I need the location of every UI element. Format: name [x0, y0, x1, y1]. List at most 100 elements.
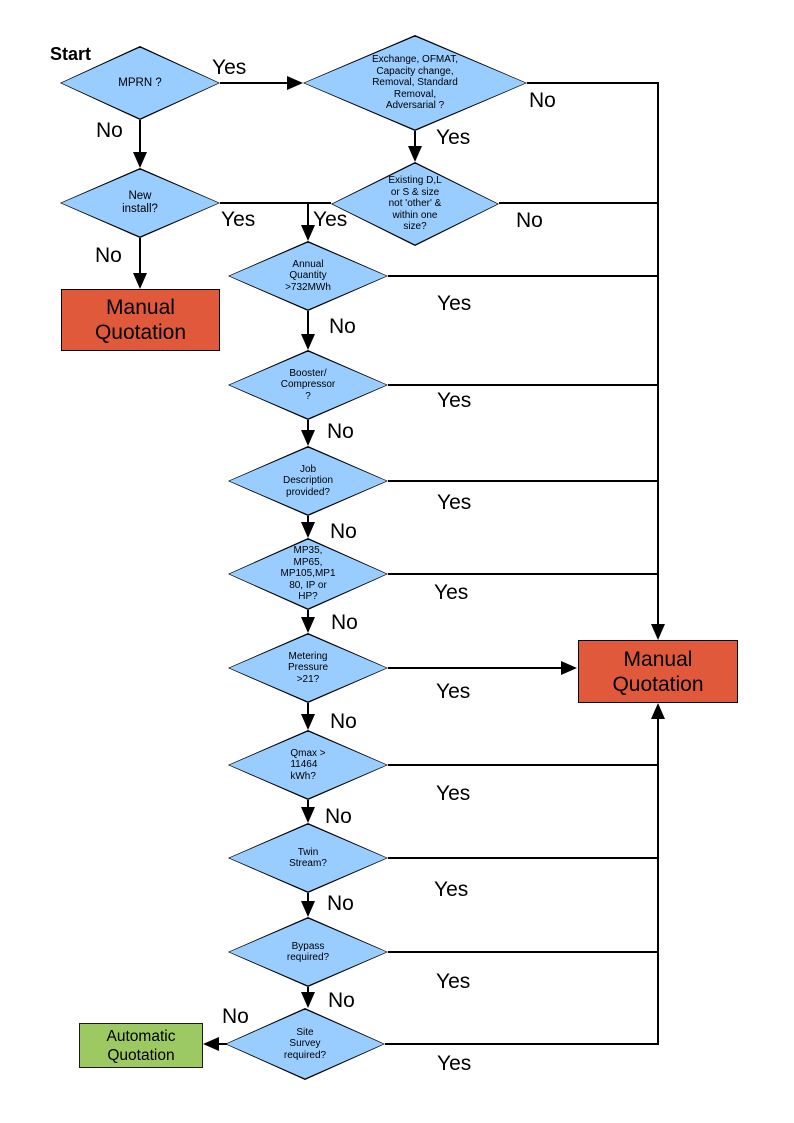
edge-booster-no: [307, 420, 309, 432]
arrowhead-into-site-survey: [301, 992, 315, 1008]
edge-mp-no: [307, 610, 309, 619]
label-annual-no: No: [329, 315, 356, 338]
label-bypass-no: No: [328, 989, 355, 1012]
arrowhead-into-exchange: [287, 76, 303, 90]
terminal-manual-quotation-left: Manual Quotation: [61, 289, 220, 351]
arrowhead-into-annual: [301, 225, 315, 241]
label-twin-yes: Yes: [434, 878, 469, 901]
label-twin-no: No: [327, 892, 354, 915]
label-booster-no: No: [327, 420, 354, 443]
edge-mprn-yes: [220, 82, 288, 84]
decision-new-install: New install?: [60, 168, 220, 238]
arrowhead-trunk-into-manual-bottom: [651, 703, 665, 719]
edge-existing-no: [499, 202, 659, 204]
edge-new-install-yes: [220, 202, 331, 204]
arrowhead-trunk-into-manual-top: [651, 624, 665, 640]
decision-twin-stream-label: Twin Stream?: [289, 846, 327, 870]
decision-exchange: Exchange, OFMAT, Capacity change, Remova…: [303, 35, 527, 131]
label-existing-no: No: [516, 209, 543, 232]
label-exchange-no: No: [529, 89, 556, 112]
decision-metering-pressure: Metering Pressure >21?: [228, 633, 388, 703]
edge-metering-yes: [388, 667, 562, 669]
edge-new-install-no: [139, 238, 141, 275]
label-job-yes: Yes: [437, 491, 472, 514]
edge-twin-no: [307, 893, 309, 903]
decision-site-survey: Site Survey required?: [225, 1008, 385, 1080]
decision-site-survey-label: Site Survey required?: [283, 1026, 327, 1061]
arrowhead-into-job: [301, 430, 315, 446]
edge-site-survey-yes: [385, 1043, 659, 1045]
label-bypass-yes: Yes: [436, 970, 471, 993]
decision-annual-quantity: Annual Quantity >732MWh: [228, 241, 388, 311]
label-mp-no: No: [331, 611, 358, 634]
decision-existing-label: Existing D,L or S & size not 'other' & w…: [388, 175, 442, 233]
label-mp-yes: Yes: [434, 581, 469, 604]
edge-booster-yes: [388, 384, 659, 386]
label-qmax-yes: Yes: [436, 782, 471, 805]
edge-exchange-no: [527, 82, 659, 84]
decision-annual-quantity-label: Annual Quantity >732MWh: [285, 258, 331, 293]
decision-new-install-label: New install?: [122, 190, 158, 215]
edge-junction-to-annual: [307, 202, 309, 227]
decision-job-description: Job Description provided?: [228, 446, 388, 516]
arrowhead-into-bypass: [301, 901, 315, 917]
label-qmax-no: No: [325, 805, 352, 828]
terminal-automatic-quotation: Automatic Quotation: [79, 1023, 203, 1068]
label-mprn-no: No: [96, 119, 123, 142]
start-label: Start: [50, 44, 92, 64]
arrowhead-into-mp: [301, 522, 315, 538]
arrowhead-into-booster: [301, 334, 315, 350]
decision-qmax: Qmax > 11464 kWh?: [228, 730, 388, 800]
edge-annual-yes: [388, 275, 659, 277]
edge-twin-yes: [388, 857, 659, 859]
label-job-no: No: [330, 520, 357, 543]
arrowhead-into-qmax: [301, 714, 315, 730]
label-booster-yes: Yes: [437, 389, 472, 412]
decision-mp-pressure-tier-label: MP35, MP65, MP105,MP1 80, IP or HP?: [280, 545, 336, 603]
label-metering-yes: Yes: [436, 680, 471, 703]
decision-mp-pressure-tier: MP35, MP65, MP105,MP1 80, IP or HP?: [228, 538, 388, 610]
arrowhead-into-existing: [408, 146, 422, 162]
decision-booster-compressor: Booster/ Compressor ?: [228, 350, 388, 420]
arrowhead-into-metering: [301, 617, 315, 633]
decision-mprn-label: MPRN ?: [118, 76, 162, 89]
edge-site-survey-no: [217, 1043, 227, 1045]
decision-existing: Existing D,L or S & size not 'other' & w…: [331, 162, 499, 246]
edge-bypass-yes: [388, 951, 659, 953]
edge-trunk-top: [657, 82, 659, 626]
edge-mprn-no: [139, 120, 141, 154]
edge-annual-no: [307, 311, 309, 336]
label-site-survey-yes: Yes: [437, 1052, 472, 1075]
edge-job-yes: [388, 480, 659, 482]
label-new-install-no: No: [95, 244, 122, 267]
decision-twin-stream: Twin Stream?: [228, 823, 388, 893]
edge-trunk-bottom: [657, 717, 659, 1045]
decision-exchange-label: Exchange, OFMAT, Capacity change, Remova…: [372, 54, 458, 112]
edge-qmax-yes: [388, 764, 659, 766]
label-mprn-yes: Yes: [212, 56, 247, 79]
arrowhead-into-manual-right: [561, 661, 577, 675]
edge-metering-no: [307, 703, 309, 716]
label-exchange-yes: Yes: [436, 126, 471, 149]
decision-mprn: MPRN ?: [60, 46, 220, 120]
edge-exchange-yes: [414, 131, 416, 148]
arrowhead-into-manual-left: [133, 273, 147, 289]
edge-mp-yes: [388, 573, 659, 575]
edge-bypass-no: [307, 987, 309, 994]
arrowhead-into-new-install: [133, 152, 147, 168]
edge-job-no: [307, 516, 309, 524]
arrowhead-into-automatic: [203, 1037, 219, 1051]
arrowhead-into-twin: [301, 807, 315, 823]
decision-booster-compressor-label: Booster/ Compressor ?: [280, 367, 336, 402]
edge-qmax-no: [307, 800, 309, 809]
label-new-install-yes: Yes: [221, 208, 256, 231]
decision-qmax-label: Qmax > 11464 kWh?: [290, 747, 326, 782]
label-site-survey-no: No: [222, 1005, 249, 1028]
terminal-manual-quotation-right: Manual Quotation: [578, 640, 738, 703]
label-metering-no: No: [330, 710, 357, 733]
label-annual-yes: Yes: [437, 292, 472, 315]
decision-metering-pressure-label: Metering Pressure >21?: [287, 650, 328, 685]
decision-job-description-label: Job Description provided?: [282, 463, 334, 498]
decision-bypass-label: Bypass required?: [286, 940, 330, 964]
